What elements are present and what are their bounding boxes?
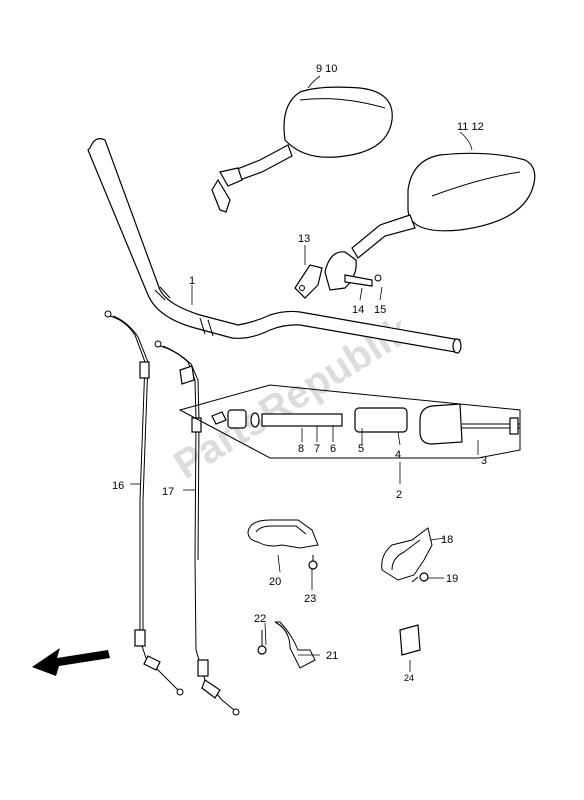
label-18: 18 xyxy=(441,534,453,546)
throttle-cable-16 xyxy=(104,310,184,696)
label-19: 19 xyxy=(446,573,458,585)
label-22: 22 xyxy=(254,613,266,625)
label-6: 6 xyxy=(330,443,336,455)
handlebar xyxy=(87,138,462,354)
callout-labels: 9 10 11 12 13 1 14 15 3 4 5 6 7 8 2 16 1… xyxy=(112,63,487,683)
label-14: 14 xyxy=(352,304,364,316)
label-5: 5 xyxy=(358,443,364,455)
label-17: 17 xyxy=(162,486,174,498)
mirror-bracket xyxy=(294,251,382,299)
label-9-10: 9 10 xyxy=(316,63,337,75)
front-direction-arrow-icon xyxy=(32,648,110,676)
label-7: 7 xyxy=(314,443,320,455)
label-24 xyxy=(399,624,421,656)
label-13: 13 xyxy=(298,233,310,245)
label-23: 23 xyxy=(304,593,316,605)
label-3: 3 xyxy=(481,455,487,467)
mirror-right xyxy=(351,152,536,259)
label-2: 2 xyxy=(396,489,402,501)
label-11-12: 11 12 xyxy=(457,121,484,133)
label-15: 15 xyxy=(374,304,386,316)
bolt-22 xyxy=(257,630,267,655)
label-1: 1 xyxy=(189,275,195,287)
bolt-19 xyxy=(411,572,429,583)
label-8: 8 xyxy=(298,443,304,455)
label-20: 20 xyxy=(269,576,281,588)
throttle-cable-17 xyxy=(154,340,240,716)
bolt-23 xyxy=(308,555,318,570)
label-4: 4 xyxy=(395,449,401,461)
balancer-assembly xyxy=(178,384,521,459)
clip-18 xyxy=(381,527,433,581)
label-24: 24 xyxy=(404,673,414,683)
label-21: 21 xyxy=(326,650,338,662)
label-16: 16 xyxy=(112,480,124,492)
mirror-left xyxy=(211,86,393,213)
clip-20 xyxy=(247,519,319,549)
clip-21 xyxy=(274,621,316,669)
leader-lines xyxy=(130,75,479,672)
